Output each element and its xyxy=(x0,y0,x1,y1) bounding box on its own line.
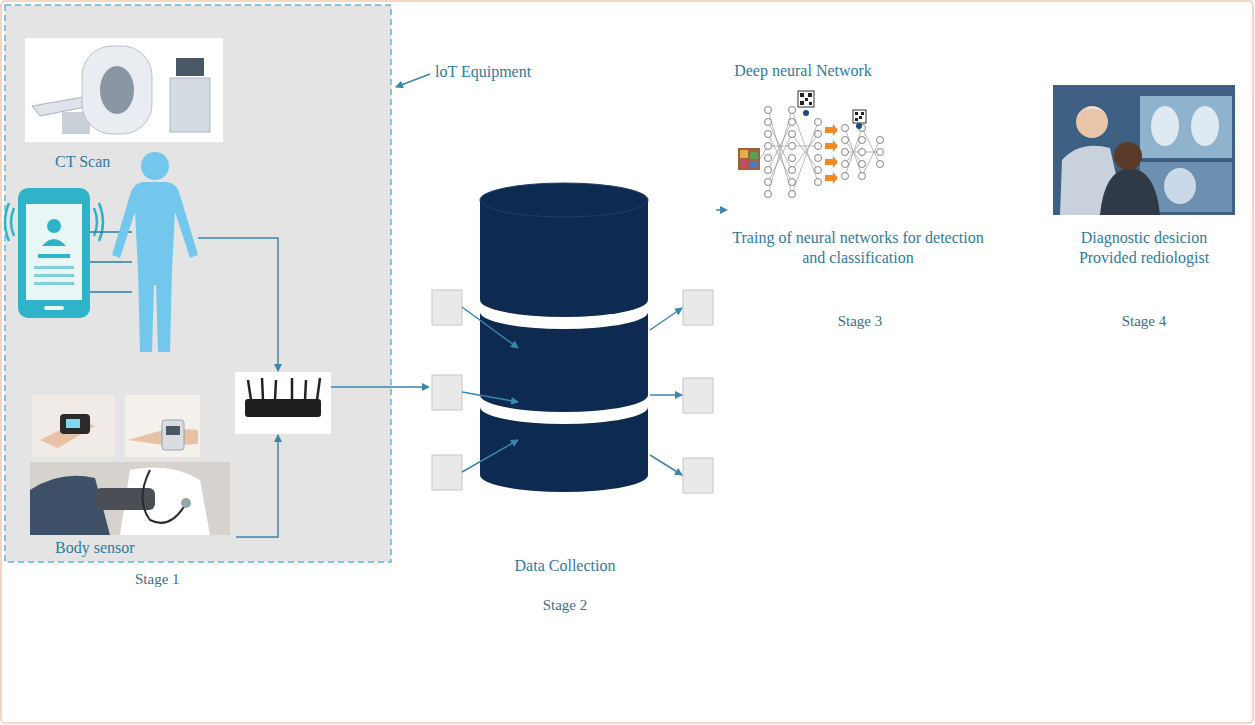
node-label: Body sensor xyxy=(55,538,135,558)
flow-arrow xyxy=(716,206,728,214)
database-cylinder xyxy=(480,183,648,492)
device-picture: Body sensor xyxy=(25,390,235,560)
node-label: Data Collection xyxy=(465,556,665,576)
node-label: Deep neural Network xyxy=(728,61,878,81)
node-label: Traing of neural networks for detection … xyxy=(730,228,986,268)
arrow-head xyxy=(422,383,430,391)
device-picture: CT Scan xyxy=(20,35,230,175)
stage-label: Stage 3 xyxy=(800,312,920,331)
flow-line xyxy=(391,386,423,388)
router xyxy=(235,372,331,434)
network-node: Deep neural NetworkTraing of neural netw… xyxy=(728,85,988,220)
node-label: CT Scan xyxy=(55,152,110,172)
ct-scanner-picture xyxy=(25,38,223,142)
flow-arrow xyxy=(391,383,430,391)
iot-region xyxy=(5,5,391,562)
stage-region: Stage 1CT ScanBody sensor xyxy=(5,5,391,562)
data-slots xyxy=(432,290,713,493)
radiologist-photo xyxy=(1053,85,1235,215)
data-arrows xyxy=(462,307,682,475)
stage-label: Stage 2 xyxy=(465,596,665,615)
stage-label: Stage 4 xyxy=(1084,312,1204,331)
callout-label: loT Equipment xyxy=(435,62,531,82)
body-sensor-picture xyxy=(30,395,230,535)
database-node: Data CollectionStage 2 xyxy=(430,180,716,500)
human-figure xyxy=(112,152,198,352)
neural-network-picture xyxy=(738,91,884,198)
node-label: Diagnostic desicion Provided rediologist xyxy=(1060,228,1228,268)
stage-label: Stage 1 xyxy=(135,570,180,589)
arrow-head xyxy=(720,206,728,214)
decision-node: Diagnostic desicion Provided rediologist… xyxy=(1050,83,1238,218)
leader-line xyxy=(396,74,430,87)
